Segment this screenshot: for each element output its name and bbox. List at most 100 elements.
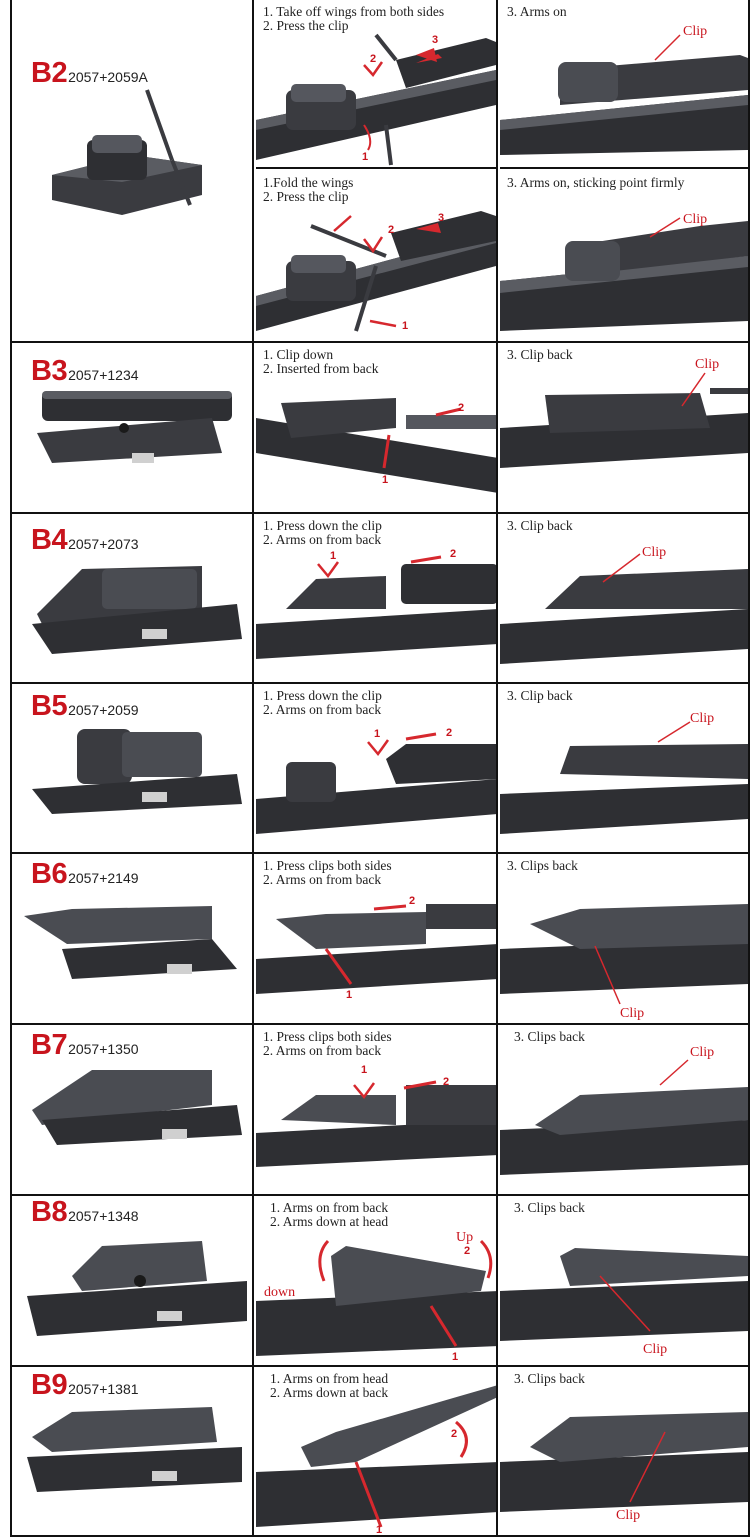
svg-text:Clip: Clip xyxy=(690,1045,714,1060)
row-b4: B42057+2073 1 2 1. Press down the clip 2… xyxy=(12,514,748,684)
adapter-image xyxy=(37,391,232,463)
result-cell: Clip 3. Clips back xyxy=(500,1367,748,1535)
step-cell: down Up 2 1 1. Arms on from back 2. Arms… xyxy=(256,1196,498,1365)
adapter-image xyxy=(32,566,242,654)
svg-text:2: 2 xyxy=(458,402,464,414)
adapter-cell: B32057+1234 xyxy=(12,343,254,512)
step-instructions: 1. Clip down 2. Inserted from back xyxy=(263,347,379,376)
svg-text:2: 2 xyxy=(370,53,376,65)
svg-text:2: 2 xyxy=(451,1428,457,1440)
step-cell: 2 1 1. Arms on from head 2. Arms down at… xyxy=(256,1367,498,1535)
result-instructions: 3. Clip back xyxy=(507,347,573,362)
svg-text:3: 3 xyxy=(432,34,438,46)
step-instructions: 1. Take off wings from both sides 2. Pre… xyxy=(263,4,445,33)
svg-text:Up: Up xyxy=(456,1230,473,1245)
step-image: 1 2 xyxy=(256,548,496,659)
row-b8: B82057+1348 down Up 2 1 1. Arms on xyxy=(12,1196,748,1367)
adapter-code: B32057+1234 xyxy=(31,355,139,387)
adapter-cell: B72057+1350 xyxy=(12,1025,254,1194)
adapter-code: B62057+2149 xyxy=(31,858,139,890)
row-b6: B62057+2149 2 1 1. Press clips both side… xyxy=(12,854,748,1025)
step-cell: 1 2 1. Press clips both sides 2. Arms on… xyxy=(256,1025,498,1194)
svg-text:Clip: Clip xyxy=(683,24,707,39)
row-b2: B22057+2059A xyxy=(12,0,748,343)
svg-text:Clip: Clip xyxy=(683,212,707,227)
svg-text:2: 2 xyxy=(450,548,456,560)
svg-text:Clip: Clip xyxy=(690,711,714,726)
step-instructions: 1. Press down the clip 2. Arms on from b… xyxy=(263,518,382,547)
row-b3: B32057+1234 2 1 1. Clip down 2. I xyxy=(12,343,748,514)
result-cell: Clip 3. Clip back xyxy=(500,343,748,512)
svg-text:1: 1 xyxy=(330,550,336,562)
adapter-code: B82057+1348 xyxy=(31,1196,139,1228)
svg-text:Clip: Clip xyxy=(643,1342,667,1357)
adapter-image xyxy=(52,89,202,215)
step-cell: 2 1 1. Clip down 2. Inserted from back xyxy=(256,343,498,512)
step-image: 1 2 xyxy=(256,1064,496,1167)
svg-text:1: 1 xyxy=(452,1351,458,1363)
result-image: Clip xyxy=(500,711,748,834)
svg-text:2: 2 xyxy=(388,224,394,236)
adapter-cell: B92057+1381 xyxy=(12,1367,254,1535)
step-instructions: 1. Press down the clip 2. Arms on from b… xyxy=(263,688,382,717)
result-subcell: Clip 3. Arms on, sticking point firmly xyxy=(500,171,748,341)
result-image: Clip xyxy=(500,1045,748,1175)
step-cell: 1 2 1. Press down the clip 2. Arms on fr… xyxy=(256,684,498,852)
svg-text:1: 1 xyxy=(346,989,352,1001)
adapter-cell: B42057+2073 xyxy=(12,514,254,682)
step-cell: 2 3 1 1. Take off wings from both sides … xyxy=(256,0,498,341)
step-instructions: 1.Fold the wings 2. Press the clip xyxy=(263,175,354,204)
adapter-code: B52057+2059 xyxy=(31,690,139,722)
result-image: Clip xyxy=(500,1248,748,1357)
result-cell: Clip 3. Clip back xyxy=(500,684,748,852)
result-instructions: 3. Clips back xyxy=(507,858,578,873)
svg-text:1: 1 xyxy=(382,474,388,486)
result-image: Clip xyxy=(500,904,748,1021)
result-image: Clip xyxy=(500,357,748,468)
result-image: Clip xyxy=(500,212,748,331)
step-cell: 2 1 1. Press clips both sides 2. Arms on… xyxy=(256,854,498,1023)
svg-text:2: 2 xyxy=(464,1245,470,1257)
step-instructions: 1. Arms on from back 2. Arms down at hea… xyxy=(270,1200,389,1229)
svg-text:1: 1 xyxy=(402,320,408,332)
adapter-cell: B82057+1348 xyxy=(12,1196,254,1365)
svg-text:1: 1 xyxy=(376,1524,382,1533)
step-instructions: 1. Arms on from head 2. Arms down at bac… xyxy=(270,1371,389,1400)
step-subcell: 2 3 1 1.Fold the wings 2. Press the clip xyxy=(256,171,496,341)
svg-text:down: down xyxy=(264,1285,295,1300)
adapter-code: B92057+1381 xyxy=(31,1369,139,1401)
table-frame xyxy=(10,0,750,1537)
step-cell: 1 2 1. Press down the clip 2. Arms on fr… xyxy=(256,514,498,682)
svg-text:Clip: Clip xyxy=(642,545,666,560)
adapter-image xyxy=(27,1407,242,1492)
adapter-image xyxy=(32,1070,242,1145)
svg-text:Clip: Clip xyxy=(695,357,719,372)
row-b5: B52057+2059 1 2 1. Press down the clip 2… xyxy=(12,684,748,854)
result-cell: Clip 3. Clips back xyxy=(500,854,748,1023)
adapter-cell: B52057+2059 xyxy=(12,684,254,852)
step-image: 1 2 xyxy=(256,727,496,834)
row-b7: B72057+1350 1 2 1. Press clips both side… xyxy=(12,1025,748,1196)
step-instructions: 1. Press clips both sides 2. Arms on fro… xyxy=(263,1029,392,1058)
step-instructions: 1. Press clips both sides 2. Arms on fro… xyxy=(263,858,392,887)
result-instructions: 3. Arms on, sticking point firmly xyxy=(507,175,685,190)
result-cell: Clip 3. Clip back xyxy=(500,514,748,682)
svg-text:2: 2 xyxy=(409,895,415,907)
adapter-code: B42057+2073 xyxy=(31,524,139,556)
result-cell: Clip 3. Clips back xyxy=(500,1196,748,1365)
result-instructions: 3. Clips back xyxy=(514,1371,585,1386)
step-image: 2 1 xyxy=(256,398,496,493)
svg-text:3: 3 xyxy=(438,212,444,224)
adapter-cell: B62057+2149 xyxy=(12,854,254,1023)
step-image: down Up 2 1 xyxy=(256,1230,496,1363)
result-cell: Clip 3. Clips back xyxy=(500,1025,748,1194)
svg-text:2: 2 xyxy=(443,1076,449,1088)
svg-text:1: 1 xyxy=(374,728,380,740)
step-image: 2 3 1 xyxy=(256,33,496,166)
adapter-code: B22057+2059A xyxy=(31,57,148,89)
step-image: 2 3 1 xyxy=(256,211,496,332)
adapter-image xyxy=(32,729,242,814)
step-subcell: 2 3 1 1. Take off wings from both sides … xyxy=(256,0,496,169)
result-instructions: 3. Clip back xyxy=(507,518,573,533)
svg-text:Clip: Clip xyxy=(620,1006,644,1021)
